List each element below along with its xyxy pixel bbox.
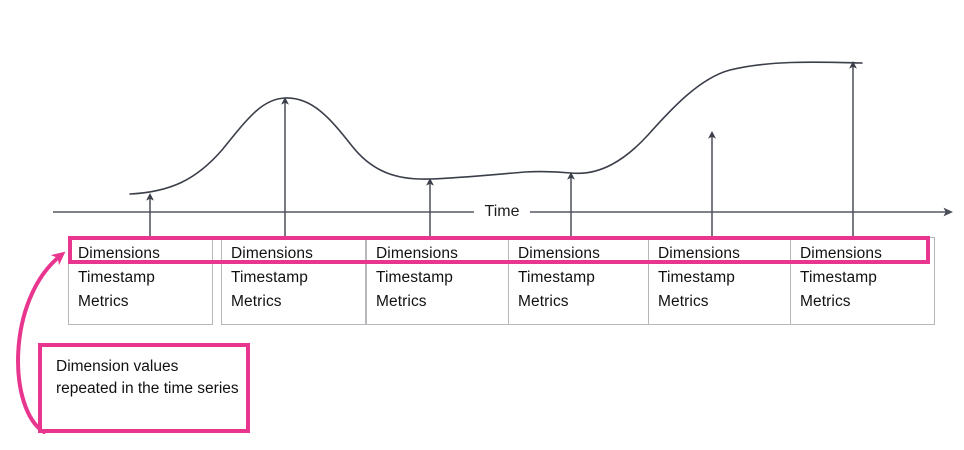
record-field-dimensions: Dimensions — [800, 245, 882, 262]
record-box-4[interactable]: Dimensions Timestamp Metrics — [508, 237, 653, 325]
time-series-curve — [129, 61, 863, 195]
record-field-timestamp: Timestamp — [78, 269, 155, 286]
record-field-dimensions: Dimensions — [658, 245, 740, 262]
record-field-dimensions: Dimensions — [376, 245, 458, 262]
record-field-metrics: Metrics — [78, 293, 129, 310]
record-box-3[interactable]: Dimensions Timestamp Metrics — [366, 237, 511, 325]
record-field-dimensions: Dimensions — [518, 245, 600, 262]
record-field-metrics: Metrics — [376, 293, 427, 310]
record-field-timestamp: Timestamp — [231, 269, 308, 286]
record-field-timestamp: Timestamp — [658, 269, 735, 286]
record-field-metrics: Metrics — [518, 293, 569, 310]
time-axis-label: Time — [474, 202, 530, 222]
record-field-timestamp: Timestamp — [518, 269, 595, 286]
callout-connector-arrow — [16, 251, 66, 434]
record-field-dimensions: Dimensions — [231, 245, 313, 262]
record-box-6[interactable]: Dimensions Timestamp Metrics — [790, 237, 935, 325]
record-field-metrics: Metrics — [800, 293, 851, 310]
record-field-metrics: Metrics — [658, 293, 709, 310]
record-box-1[interactable]: Dimensions Timestamp Metrics — [68, 237, 213, 325]
record-field-timestamp: Timestamp — [800, 269, 877, 286]
callout-box: Dimension values repeated in the time se… — [38, 343, 250, 433]
callout-text: Dimension values repeated in the time se… — [56, 358, 239, 397]
record-field-timestamp: Timestamp — [376, 269, 453, 286]
record-field-dimensions: Dimensions — [78, 245, 160, 262]
record-box-5[interactable]: Dimensions Timestamp Metrics — [648, 237, 793, 325]
record-box-2[interactable]: Dimensions Timestamp Metrics — [221, 237, 366, 325]
record-field-metrics: Metrics — [231, 293, 282, 310]
